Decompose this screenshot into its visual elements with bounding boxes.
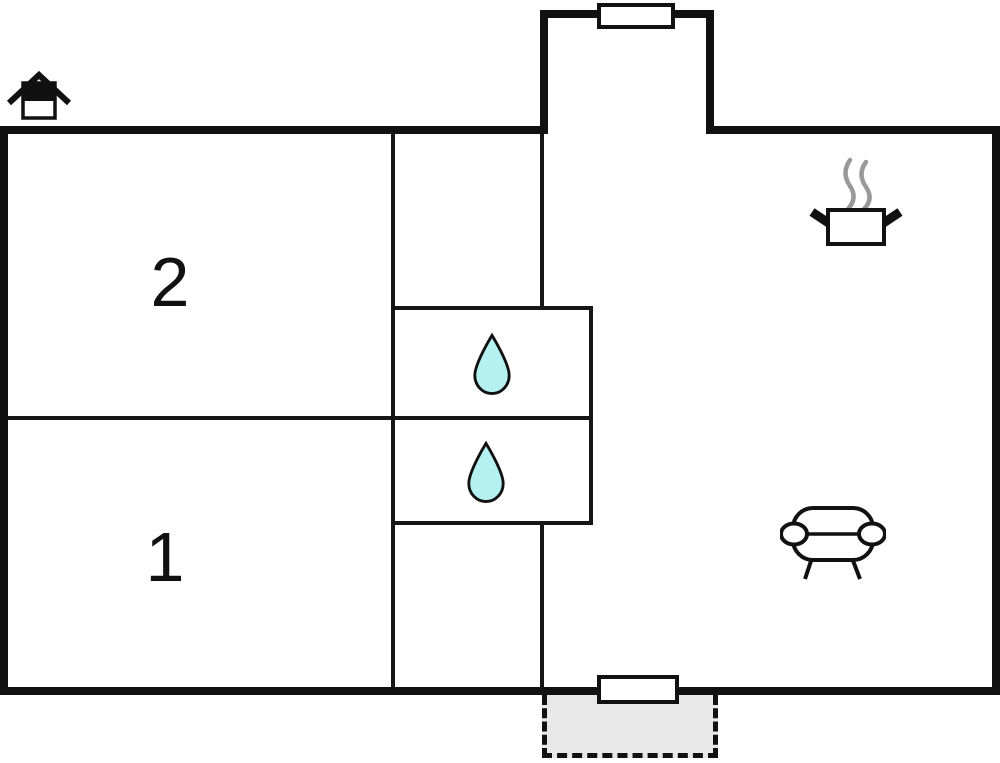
terrace-area: [542, 695, 718, 758]
wall-bathroom-top: [391, 306, 593, 310]
wall-mid-top-vertical: [540, 134, 544, 310]
wall-left: [0, 126, 8, 695]
wall-right: [992, 126, 1000, 695]
steam-icon: [843, 157, 856, 212]
wall-top-right: [706, 126, 1000, 134]
door-bottom: [597, 675, 679, 704]
wall-left-rooms-divider: [8, 416, 391, 420]
window-top: [597, 3, 675, 29]
wall-top-left: [0, 126, 548, 134]
house-icon: [6, 70, 72, 120]
wall-left-rooms-vertical: [391, 134, 395, 687]
steam-icon: [859, 159, 872, 212]
room-label-1: 1: [145, 518, 185, 596]
wall-bathroom-divider: [391, 416, 593, 420]
wall-bathroom-right: [589, 306, 593, 525]
water-drop-icon: [473, 332, 511, 395]
room-label-2: 2: [150, 243, 190, 321]
cooking-pot-icon: [809, 157, 903, 246]
water-drop-icon: [467, 440, 505, 503]
wall-mid-bottom-vertical: [540, 521, 544, 691]
wall-bathroom-bottom: [391, 521, 593, 525]
wall-bump-left: [540, 10, 548, 134]
wall-bump-right: [706, 10, 714, 134]
sofa-icon: [780, 506, 886, 580]
wall-bottom: [0, 687, 1000, 695]
